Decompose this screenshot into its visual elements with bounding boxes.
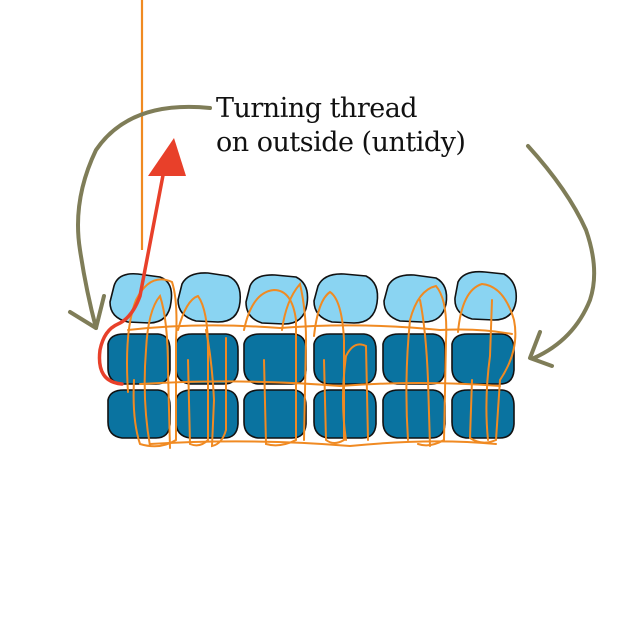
- bead: [313, 273, 379, 324]
- annotation-label: Turning thread on outside (untidy): [216, 92, 466, 160]
- thread-path: [126, 278, 517, 449]
- turning-thread-arrowhead: [148, 138, 186, 176]
- bead: [243, 389, 307, 439]
- bead: [382, 389, 446, 439]
- bead: [454, 270, 518, 321]
- bead-row-middle: [107, 333, 515, 385]
- right-pointer-arrowhead: [528, 330, 554, 368]
- left-pointer-arrow: [76, 104, 212, 330]
- bead: [107, 389, 171, 439]
- bead: [382, 333, 446, 385]
- left-pointer-arrowhead: [68, 294, 106, 330]
- bead: [451, 389, 515, 439]
- bead: [451, 333, 515, 385]
- bead: [245, 274, 309, 325]
- annotation-line-2: on outside (untidy): [216, 127, 466, 158]
- annotation-line-1: Turning thread: [216, 93, 418, 124]
- turning-thread: [97, 168, 166, 386]
- bead-row-top: [109, 270, 518, 325]
- bead: [177, 272, 242, 323]
- bead: [383, 274, 448, 323]
- bead: [107, 333, 171, 385]
- right-pointer-arrow: [526, 144, 597, 360]
